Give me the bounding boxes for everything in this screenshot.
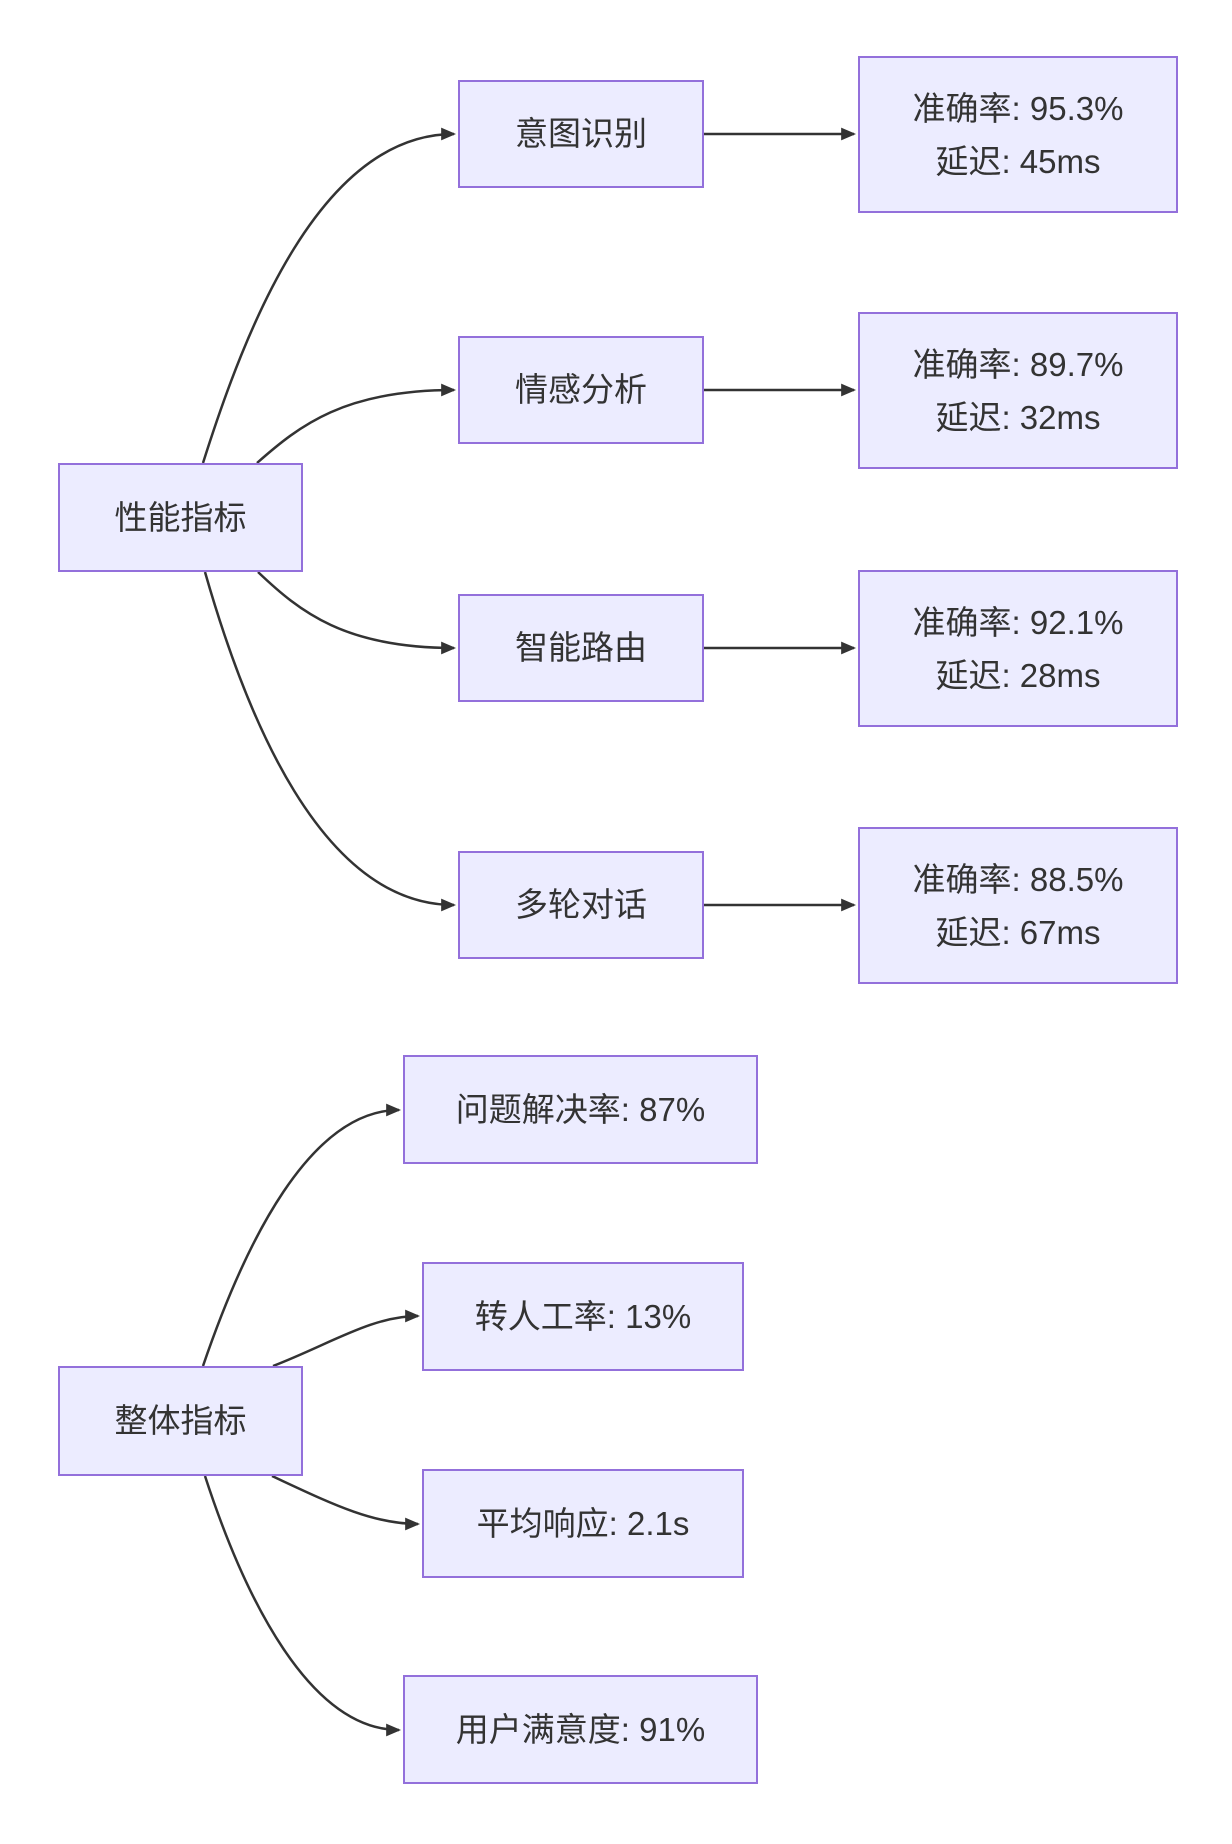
node-sentiment-metrics: 准确率: 89.7% 延迟: 32ms — [858, 312, 1178, 469]
intent-latency-text: 延迟: 45ms — [935, 142, 1101, 180]
node-routing-metrics: 准确率: 92.1% 延迟: 28ms — [858, 570, 1178, 727]
node-user-satisfaction: 用户满意度: 91% — [403, 1675, 758, 1784]
node-intent-metrics: 准确率: 95.3% 延迟: 45ms — [858, 56, 1178, 213]
node-overall-root-label: 整体指标 — [114, 1402, 247, 1440]
node-sentiment-analysis: 情感分析 — [458, 336, 704, 444]
routing-latency-text: 延迟: 28ms — [935, 656, 1101, 694]
edge-performance-to-sentiment — [256, 383, 457, 464]
dialogue-latency-text: 延迟: 67ms — [935, 913, 1101, 951]
edge-overall-to-satisfaction — [203, 1475, 402, 1737]
edge-performance-to-routing — [257, 571, 457, 655]
node-intent-recognition: 意图识别 — [458, 80, 704, 188]
node-resolution-rate-label: 问题解决率: 87% — [455, 1090, 706, 1128]
routing-accuracy-text: 准确率: 92.1% — [912, 603, 1124, 641]
node-handoff-rate-label: 转人工率: 13% — [474, 1297, 692, 1335]
node-dialogue-metrics: 准确率: 88.5% 延迟: 67ms — [858, 827, 1178, 984]
node-performance-root: 性能指标 — [58, 463, 303, 572]
node-sentiment-analysis-label: 情感分析 — [515, 371, 647, 409]
node-multiturn-dialogue: 多轮对话 — [458, 851, 704, 959]
sentiment-latency-text: 延迟: 32ms — [935, 398, 1101, 436]
node-intent-recognition-label: 意图识别 — [515, 115, 647, 153]
dialogue-accuracy-text: 准确率: 88.5% — [912, 860, 1124, 898]
node-handoff-rate: 转人工率: 13% — [422, 1262, 744, 1371]
edge-performance-to-dialogue — [203, 571, 457, 912]
node-average-response-label: 平均响应: 2.1s — [476, 1504, 690, 1542]
edge-performance-to-intent — [201, 127, 457, 464]
node-resolution-rate: 问题解决率: 87% — [403, 1055, 758, 1164]
edge-overall-to-resolution — [201, 1103, 402, 1367]
edge-overall-to-response — [271, 1474, 421, 1531]
node-performance-root-label: 性能指标 — [114, 498, 247, 536]
node-user-satisfaction-label: 用户满意度: 91% — [455, 1710, 706, 1748]
node-multiturn-dialogue-label: 多轮对话 — [515, 886, 647, 924]
node-smart-routing: 智能路由 — [458, 594, 704, 702]
node-smart-routing-label: 智能路由 — [515, 629, 647, 667]
intent-accuracy-text: 准确率: 95.3% — [912, 89, 1124, 127]
node-overall-root: 整体指标 — [58, 1366, 303, 1476]
edge-overall-to-handoff — [272, 1309, 421, 1368]
node-average-response: 平均响应: 2.1s — [422, 1469, 744, 1578]
sentiment-accuracy-text: 准确率: 89.7% — [912, 345, 1124, 383]
